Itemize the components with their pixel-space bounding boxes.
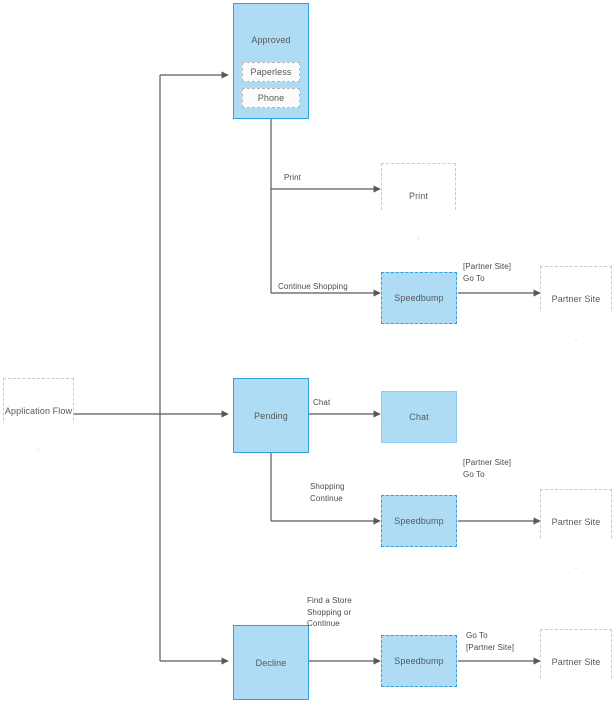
node-speedbump-pending-label: Speedbump	[394, 516, 444, 526]
node-application-flow-label: Application Flow	[4, 406, 73, 416]
edge-label-pending-shopping-continue: Shopping Continue	[310, 482, 345, 503]
edge-label-decline-find-store: Find a Store Shopping or Continue	[307, 596, 352, 628]
node-partner-site-approved-label: Partner Site	[551, 294, 601, 304]
node-print[interactable]: Print	[381, 163, 456, 239]
node-speedbump-decline[interactable]: Speedbump	[381, 635, 457, 687]
edge-label-pending-chat: Chat	[313, 398, 331, 407]
edge-label-decline-partner: Go To [Partner Site]	[466, 631, 515, 652]
node-partner-site-pending[interactable]: Partner Site	[540, 489, 612, 569]
node-approved[interactable]: Approved Paperless Phone	[233, 3, 309, 119]
node-speedbump-approved[interactable]: Speedbump	[381, 272, 457, 324]
edge-label-approved-continue-shopping: Continue Shopping	[278, 282, 348, 291]
node-decline[interactable]: Decline	[233, 625, 309, 700]
node-speedbump-approved-label: Speedbump	[394, 293, 444, 303]
node-partner-site-approved[interactable]: Partner Site	[540, 266, 612, 340]
node-chat-label: Chat	[409, 412, 429, 422]
node-approved-option-phone[interactable]: Phone	[242, 88, 300, 108]
edge-label-approved-partner: [Partner Site] Go To	[463, 262, 512, 283]
node-pending[interactable]: Pending	[233, 378, 309, 453]
node-approved-title: Approved	[251, 35, 291, 45]
node-partner-site-pending-label: Partner Site	[551, 517, 601, 527]
node-pending-label: Pending	[254, 410, 288, 421]
edge-label-pending-partner: [Partner Site] Go To	[463, 458, 512, 479]
node-approved-option-paperless-label: Paperless	[250, 67, 292, 77]
node-application-flow[interactable]: Application Flow	[3, 378, 74, 450]
node-print-label: Print	[408, 191, 428, 201]
edge-label-approved-print: Print	[284, 173, 301, 182]
node-speedbump-pending[interactable]: Speedbump	[381, 495, 457, 547]
node-speedbump-decline-label: Speedbump	[394, 656, 444, 666]
node-approved-option-paperless[interactable]: Paperless	[242, 62, 300, 82]
node-approved-option-phone-label: Phone	[257, 93, 285, 103]
node-partner-site-decline[interactable]: Partner Site	[540, 629, 612, 703]
node-partner-site-decline-label: Partner Site	[551, 657, 601, 667]
node-chat[interactable]: Chat	[381, 391, 457, 443]
node-decline-label: Decline	[255, 657, 287, 668]
